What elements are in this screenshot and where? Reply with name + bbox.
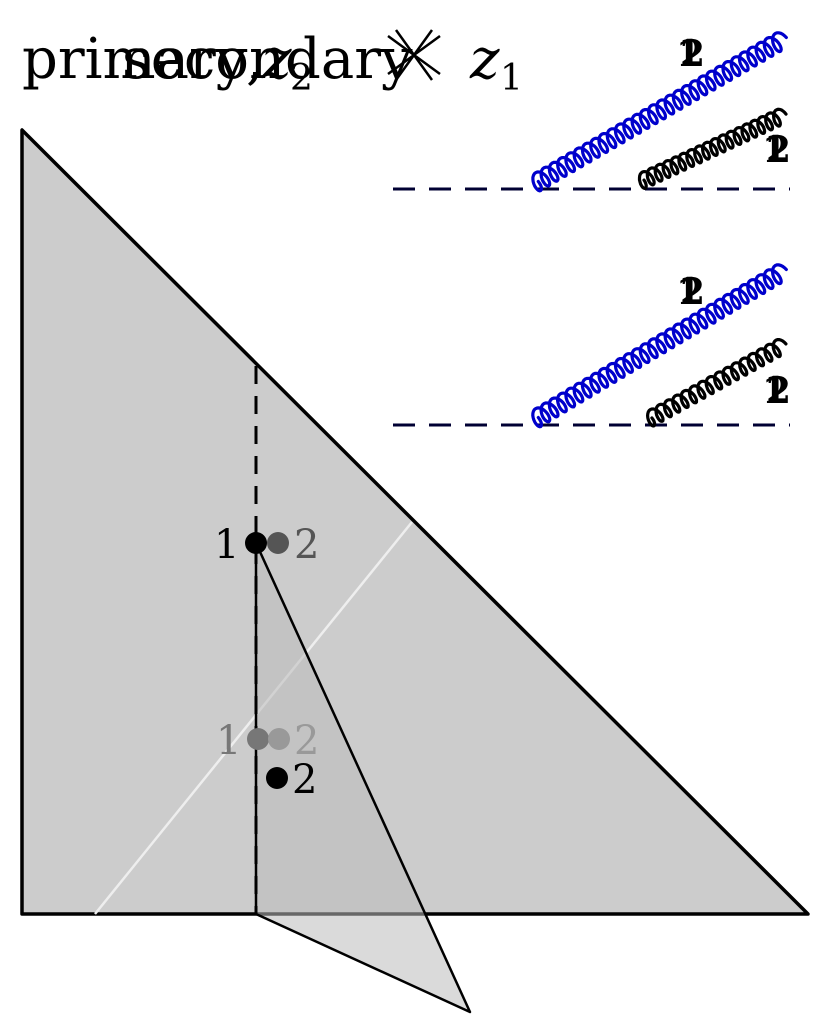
title-z1-subscript: 1 [500,58,523,99]
upper-point-2 [267,532,289,554]
lower-point-pair: 1 2 [216,718,319,764]
spring-bottom-label-lower-b: 2 [766,370,791,412]
lone-point-label: 2 [292,757,317,803]
spring-bottom-label-upper-a: 1 [676,271,701,313]
lone-point-dot [266,767,288,789]
title-secondary: secondary [122,27,413,92]
spring-panel-top: 1 2 1 2 [393,31,791,193]
title-separator: , [246,27,264,92]
main-triangle [20,128,810,916]
title-z2: z [261,27,292,92]
diagram-title: primary secondary z 2 , z 1 [22,27,523,99]
upper-point-pair: 1 2 [214,522,319,568]
title-primary: primary [22,27,248,92]
upper-point-1-label: 1 [214,522,239,568]
spring-bottom-label-lower-a: 1 [762,370,787,412]
faint-diagonal-line [94,521,413,915]
spring-panel-bottom: 1 2 1 2 [393,263,791,429]
spring-top-label-lower-a: 1 [762,129,787,171]
lower-point-1 [247,728,269,750]
spring-bottom-secondary [645,338,788,428]
title-z1: z [469,27,500,92]
lower-point-2 [268,728,290,750]
spring-top-secondary [637,107,788,191]
lone-point: 2 [266,757,317,803]
crossed-lines-icon [387,29,441,81]
spring-top-label-upper-a: 1 [676,33,701,75]
title-z2-subscript: 2 [290,58,313,99]
lower-point-2-label: 2 [294,718,319,764]
spring-bottom-primary [531,263,788,429]
spring-top-primary [531,31,788,193]
lower-point-1-label: 1 [216,718,241,764]
upper-point-1 [245,532,267,554]
upper-point-2-label: 2 [294,522,319,568]
spring-top-label-upper-b: 2 [680,33,705,75]
spring-bottom-label-upper-b: 2 [680,271,705,313]
spring-top-label-lower-b: 2 [766,129,791,171]
